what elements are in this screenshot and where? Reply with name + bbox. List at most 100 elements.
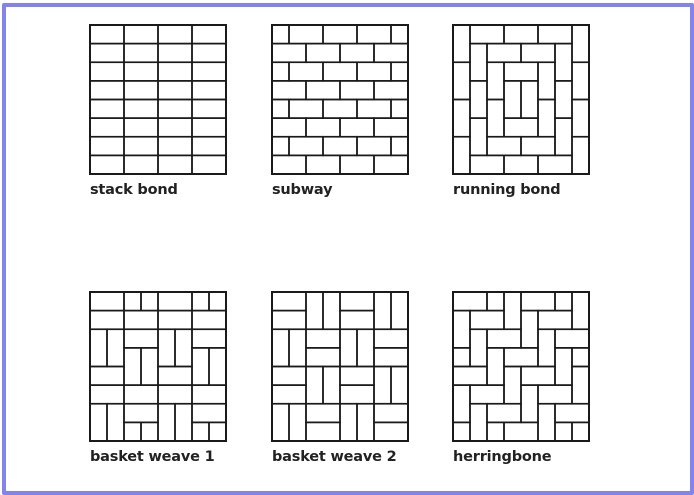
brick bbox=[157, 309, 193, 331]
brick bbox=[90, 25, 125, 45]
pattern-label: herringbone bbox=[453, 449, 552, 465]
brick bbox=[554, 347, 573, 386]
brick bbox=[191, 25, 226, 45]
brick bbox=[503, 292, 522, 331]
brick bbox=[520, 365, 556, 386]
brick bbox=[486, 42, 522, 64]
brick bbox=[486, 347, 505, 386]
pattern-label: stack bond bbox=[90, 182, 178, 198]
brick bbox=[288, 25, 324, 45]
brick bbox=[373, 80, 408, 101]
brick bbox=[157, 117, 193, 138]
brick bbox=[537, 402, 556, 441]
brick bbox=[373, 154, 408, 174]
pattern-border bbox=[271, 24, 409, 175]
brick bbox=[453, 365, 488, 386]
brick bbox=[272, 117, 307, 138]
brick bbox=[537, 25, 573, 45]
brick bbox=[373, 365, 392, 405]
brick bbox=[339, 80, 375, 101]
brick bbox=[140, 347, 159, 386]
brick bbox=[305, 421, 341, 441]
brick bbox=[191, 61, 226, 82]
brick bbox=[106, 402, 125, 441]
brick bbox=[469, 328, 488, 368]
brick bbox=[191, 421, 210, 441]
brick bbox=[157, 292, 193, 312]
brick bbox=[520, 42, 556, 64]
pattern-running-bond: running bond bbox=[452, 24, 593, 198]
brick bbox=[90, 292, 125, 312]
brick bbox=[208, 421, 226, 441]
brick bbox=[503, 25, 539, 45]
pattern-label: basket weave 1 bbox=[90, 449, 215, 465]
brick bbox=[356, 328, 375, 368]
brick bbox=[469, 402, 488, 441]
brick bbox=[272, 292, 307, 312]
brick bbox=[537, 384, 573, 405]
brick bbox=[554, 421, 573, 441]
brick bbox=[571, 347, 589, 368]
brick bbox=[123, 80, 159, 101]
brick bbox=[123, 384, 159, 405]
brick bbox=[469, 309, 505, 331]
brick bbox=[390, 61, 408, 82]
brick bbox=[191, 347, 210, 386]
pattern-stack-bond: stack bond bbox=[89, 24, 230, 198]
pattern-border bbox=[271, 291, 409, 442]
brick bbox=[571, 98, 589, 138]
brick bbox=[157, 61, 193, 82]
brick bbox=[305, 117, 341, 138]
bricks bbox=[453, 292, 589, 441]
brick bbox=[554, 402, 589, 424]
brick bbox=[123, 42, 159, 64]
brick bbox=[90, 328, 108, 368]
brick bbox=[272, 402, 290, 441]
brick bbox=[554, 292, 573, 312]
brick bbox=[453, 135, 471, 174]
brick bbox=[390, 292, 408, 331]
brick bbox=[157, 25, 193, 45]
pattern-border bbox=[452, 291, 590, 442]
brick bbox=[373, 292, 392, 331]
bricks bbox=[272, 292, 408, 441]
brick bbox=[469, 154, 505, 174]
brick bbox=[373, 421, 408, 441]
brick bbox=[90, 98, 125, 119]
brick bbox=[554, 328, 589, 349]
brick bbox=[571, 292, 589, 331]
pattern-herringbone: herringbone bbox=[452, 291, 593, 465]
brick bbox=[191, 328, 226, 349]
brick bbox=[90, 309, 125, 331]
brick bbox=[339, 402, 358, 441]
bricks bbox=[90, 25, 226, 174]
brick bbox=[191, 402, 226, 424]
brick bbox=[486, 292, 505, 312]
pattern-subway: subway bbox=[271, 24, 412, 198]
brick bbox=[469, 117, 488, 157]
bricks bbox=[272, 25, 408, 174]
brick bbox=[373, 402, 408, 424]
brick bbox=[272, 365, 307, 386]
brick bbox=[157, 365, 193, 386]
brick bbox=[272, 154, 307, 174]
pattern-border bbox=[89, 291, 227, 442]
brick bbox=[339, 154, 375, 174]
brick bbox=[373, 117, 408, 138]
brick bbox=[123, 154, 159, 174]
brick bbox=[157, 98, 193, 119]
bricks bbox=[90, 292, 226, 441]
brick bbox=[191, 117, 226, 138]
brick bbox=[288, 402, 307, 441]
brick bbox=[106, 328, 125, 368]
brick bbox=[390, 25, 408, 45]
brick bbox=[453, 309, 471, 349]
pattern-basket-weave-2: basket weave 2 bbox=[271, 291, 412, 465]
pattern-label: basket weave 2 bbox=[272, 449, 397, 465]
brick bbox=[288, 328, 307, 368]
brick bbox=[520, 80, 539, 119]
brick bbox=[503, 421, 539, 441]
brick bbox=[272, 80, 307, 101]
brick bbox=[486, 402, 522, 424]
diagram-frame bbox=[2, 3, 694, 495]
